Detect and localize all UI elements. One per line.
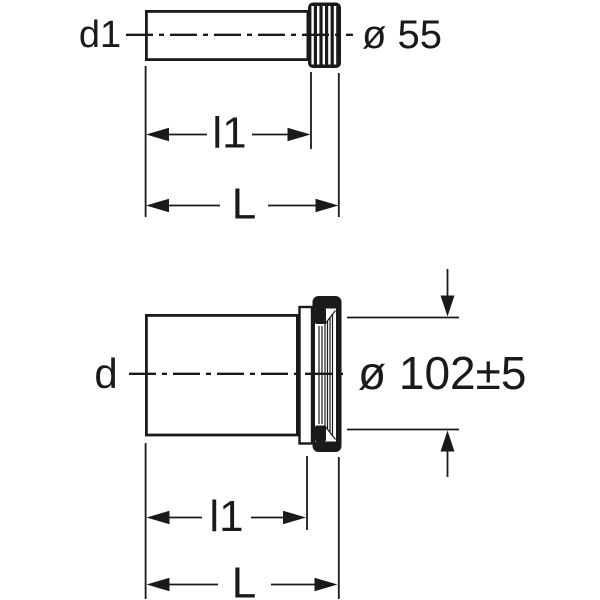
arrowhead-left-icon bbox=[146, 510, 170, 525]
flange-hook-top bbox=[315, 308, 326, 324]
collar-ring bbox=[298, 305, 314, 445]
arrowhead-left-icon bbox=[146, 577, 170, 592]
dimension-l1-bottom: l1 bbox=[146, 492, 306, 541]
dimension-l1-top: l1 bbox=[146, 109, 311, 158]
label-diameter-55: ø 55 bbox=[362, 13, 442, 57]
bottom-view-pipe: l1 L d ø 102±5 bbox=[94, 269, 526, 600]
flange-cone-edge-bottom bbox=[324, 425, 336, 440]
arrowhead-right-icon bbox=[283, 510, 306, 525]
arrowhead-right-icon bbox=[287, 127, 311, 142]
bottom-pipe-body bbox=[144, 313, 299, 437]
label-d1: d1 bbox=[79, 14, 121, 56]
arrowhead-up-icon bbox=[440, 430, 455, 452]
arrowhead-left-icon bbox=[146, 198, 169, 213]
dimension-label-L: L bbox=[232, 559, 256, 600]
dimension-diameter-102 bbox=[347, 269, 459, 477]
dimension-label-L: L bbox=[232, 180, 256, 229]
dimension-L-bottom: L bbox=[146, 559, 338, 600]
arrowhead-right-icon bbox=[315, 198, 339, 213]
arrowhead-down-icon bbox=[440, 295, 455, 317]
arrowhead-right-icon bbox=[314, 577, 338, 592]
flange-hook-bottom bbox=[315, 425, 326, 442]
flange-lamellae bbox=[318, 310, 336, 440]
label-d: d bbox=[94, 350, 117, 397]
dimension-label-l1: l1 bbox=[209, 492, 243, 541]
dimension-label-l1: l1 bbox=[212, 109, 246, 158]
arrowhead-left-icon bbox=[146, 127, 169, 142]
top-view-pipe: l1 L d1 ø 55 bbox=[79, 2, 442, 229]
rib-slit bbox=[328, 6, 331, 65]
label-diameter-102: ø 102±5 bbox=[358, 347, 526, 399]
flange-cone-edge-top bbox=[324, 310, 336, 325]
dimension-L-top: L bbox=[146, 180, 339, 229]
